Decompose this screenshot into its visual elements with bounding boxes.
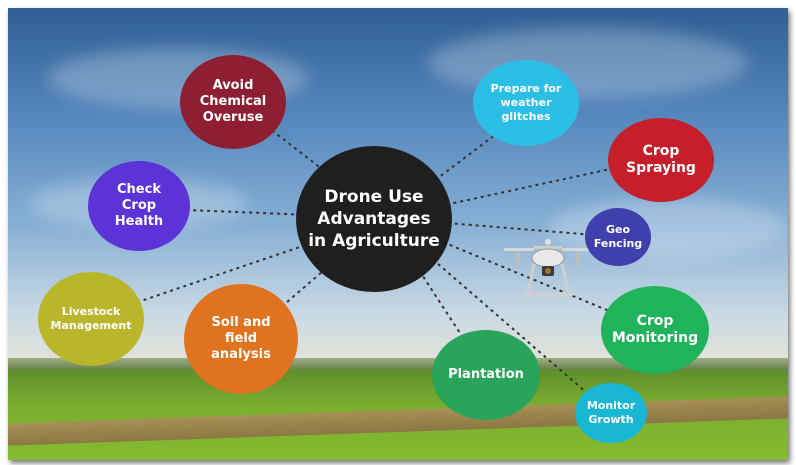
node-soil-field-analysis: Soil and field analysis (184, 284, 298, 394)
node-geo-fencing: Geo Fencing (585, 208, 651, 266)
drone-icon (504, 239, 592, 296)
node-crop-monitoring: Crop Monitoring (601, 286, 709, 374)
node-livestock-management: Livestock Management (38, 272, 144, 366)
center-node-drone-use-advantages: Drone Use Advantages in Agriculture (296, 146, 452, 292)
diagram-frame: Drone Use Advantages in Agriculture Avoi… (8, 8, 788, 460)
connector-crop-spraying (384, 157, 662, 219)
node-crop-spraying: Crop Spraying (608, 118, 714, 202)
node-plantation: Plantation (432, 330, 540, 420)
node-prepare-weather-glitches: Prepare for weather glitches (473, 60, 579, 146)
node-avoid-chemical-overuse: Avoid Chemical Overuse (180, 55, 286, 149)
node-check-crop-health: Check Crop Health (88, 161, 190, 251)
node-monitor-growth: Monitor Growth (575, 383, 647, 443)
